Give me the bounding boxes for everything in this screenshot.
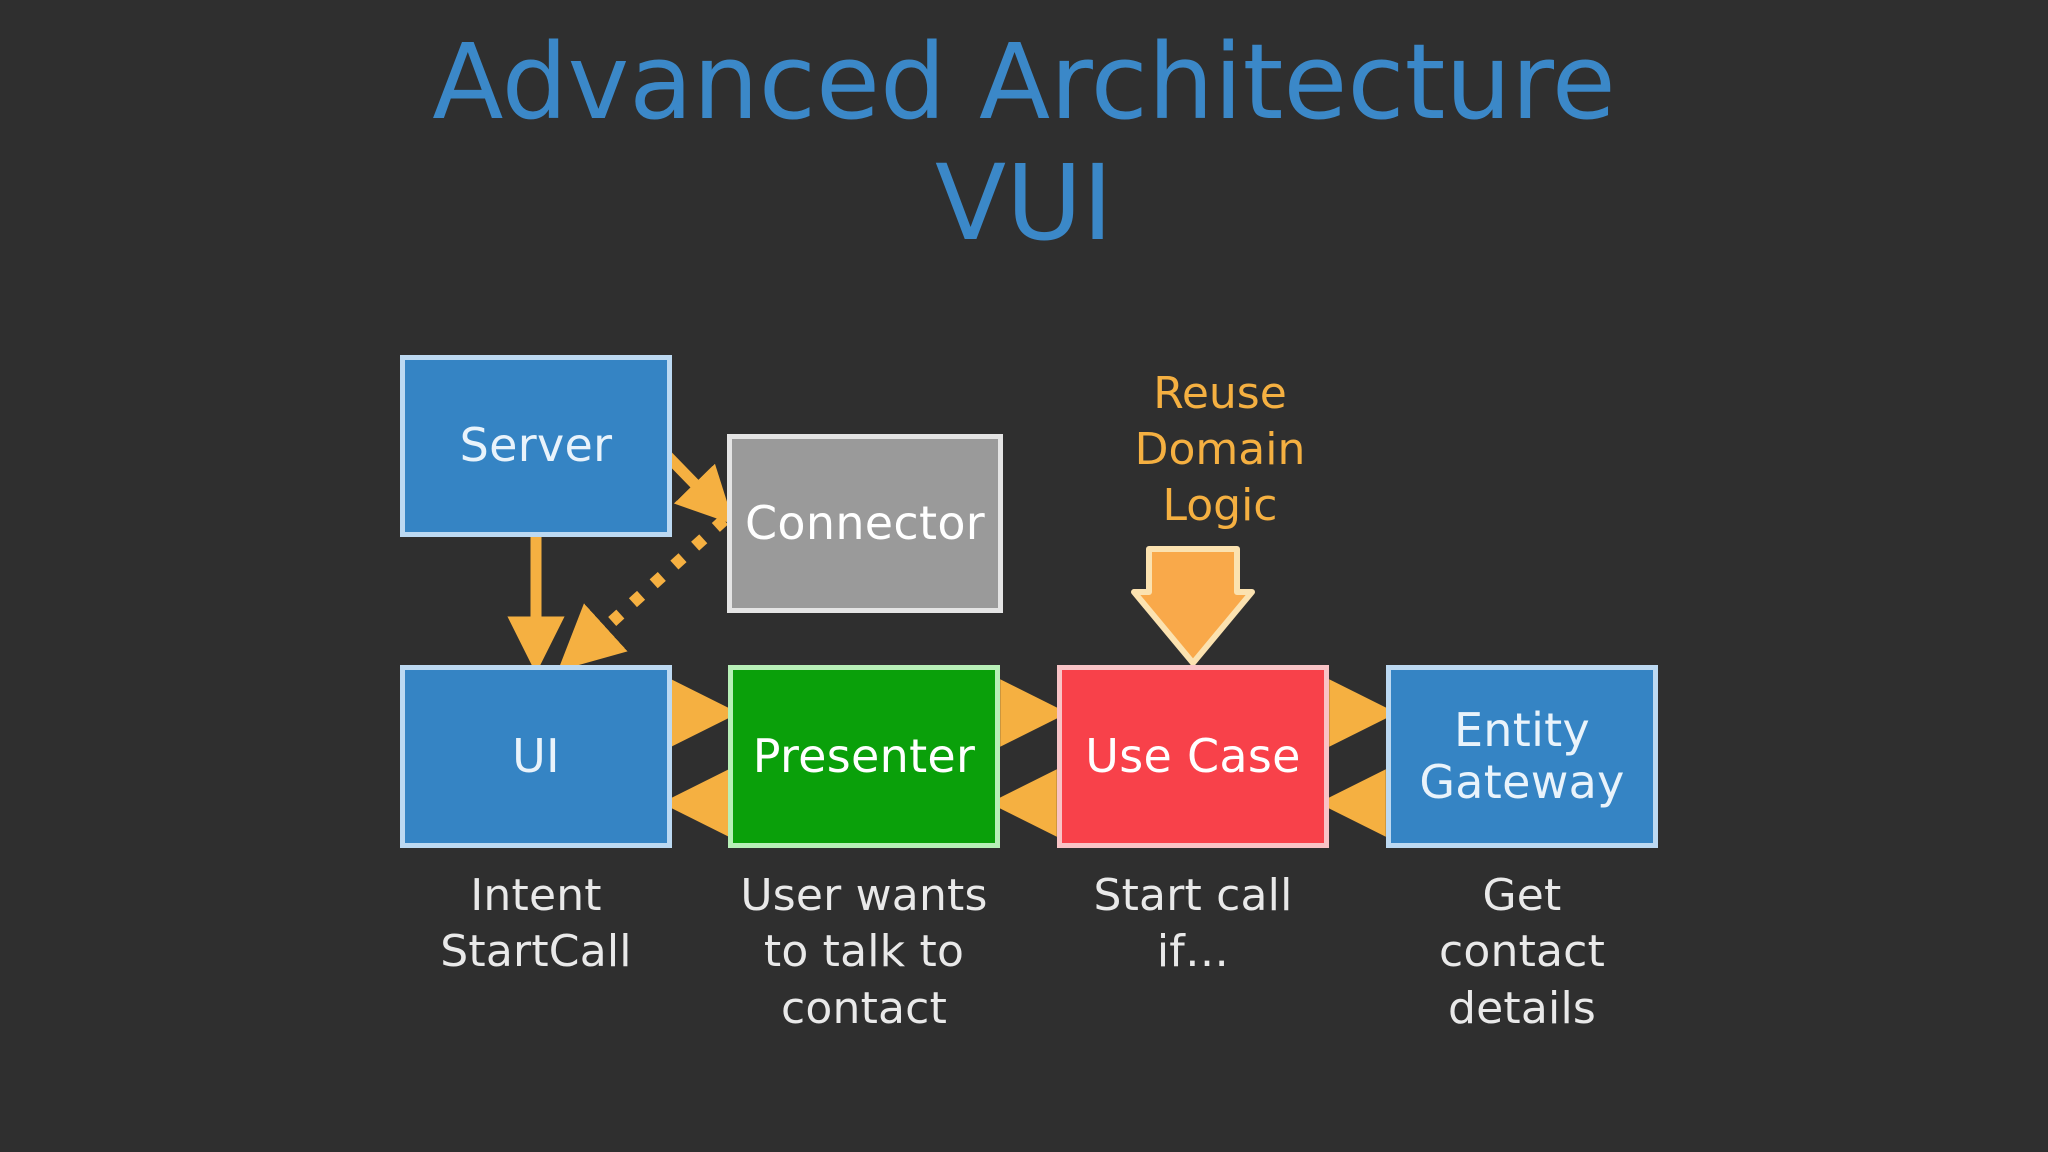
node-entity-gateway[interactable]: Entity Gateway: [1386, 665, 1658, 848]
annotation-reuse-domain-logic: Reuse Domain Logic: [1134, 368, 1306, 531]
arrow-connector-to-ui: [557, 515, 729, 671]
node-use-case[interactable]: Use Case: [1057, 665, 1329, 848]
node-connector-label: Connector: [745, 495, 985, 550]
caption-use-case: Start call if…: [1093, 870, 1293, 978]
node-presenter-label: Presenter: [752, 728, 976, 783]
node-connector[interactable]: Connector: [727, 434, 1003, 613]
block-arrow-reuse-domain-logic: [1131, 546, 1255, 666]
node-ui-label: UI: [512, 728, 560, 783]
page-title: Advanced Architecture VUI: [432, 21, 1616, 264]
node-server[interactable]: Server: [400, 355, 672, 537]
caption-ui: Intent StartCall: [440, 870, 632, 978]
node-entity-gateway-label: Entity Gateway: [1419, 702, 1625, 809]
caption-entity-gateway: Get contact details: [1438, 870, 1606, 1034]
caption-presenter: User wants to talk to contact: [740, 870, 988, 1034]
node-ui[interactable]: UI: [400, 665, 672, 848]
node-server-label: Server: [459, 418, 613, 473]
node-use-case-label: Use Case: [1085, 728, 1301, 783]
node-presenter[interactable]: Presenter: [728, 665, 1000, 848]
